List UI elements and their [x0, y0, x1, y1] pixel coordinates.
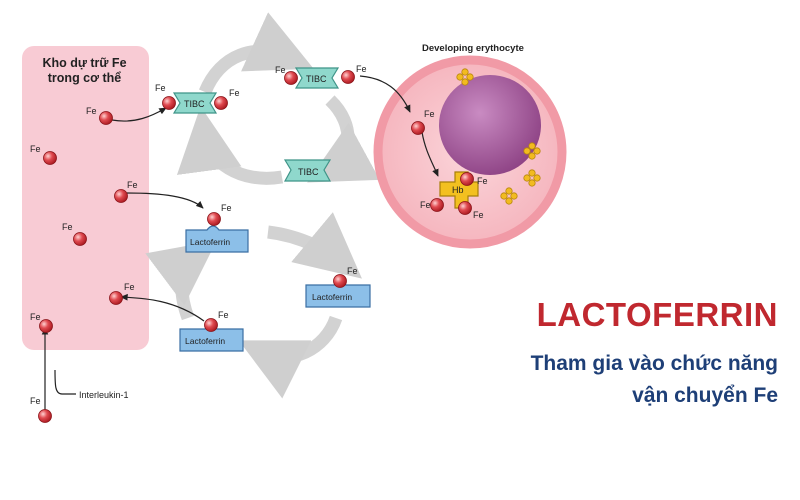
fe-label: Fe	[155, 83, 166, 93]
developing-cell-label: Developing erythocyte	[422, 43, 524, 54]
iron-ion-icon	[73, 232, 87, 246]
iron-ion-icon	[43, 151, 57, 165]
iron-store-panel	[22, 46, 149, 350]
iron-store-title-line1: Kho dự trữ Fe	[42, 56, 127, 70]
transport-arrows	[41, 75, 439, 412]
iron-ion-icon	[284, 71, 298, 85]
headline-subtitle-line1: Tham gia vào chức năng	[530, 352, 778, 375]
headline-subtitle-line2: vận chuyển Fe	[632, 384, 778, 407]
fe-label: Fe	[347, 266, 358, 276]
fe-label: Fe	[473, 210, 484, 220]
fe-label: Fe	[30, 396, 41, 406]
iron-ion-icon	[411, 121, 425, 135]
fe-label: Fe	[86, 106, 97, 116]
fe-label: Fe	[221, 203, 232, 213]
iron-ion-icon	[38, 409, 52, 423]
fe-label: Fe	[30, 144, 41, 154]
tibc-label-1: TIBC	[184, 99, 205, 109]
lactoferrin-protein-icon	[185, 225, 249, 253]
iron-store-title-line2: trong cơ thể	[47, 71, 122, 85]
fe-label: Fe	[477, 176, 488, 186]
fe-label: Fe	[229, 88, 240, 98]
lactoferrin-label-1: Lactoferrin	[190, 237, 230, 247]
cell-nucleus	[439, 75, 541, 175]
tibc-cycle-arrows	[176, 12, 380, 185]
tibc-transporter-2	[294, 67, 340, 89]
hb-label: Hb	[452, 185, 464, 195]
iron-ion-icon	[114, 189, 128, 203]
iron-ion-icon	[458, 201, 472, 215]
iron-ion-icon	[162, 96, 176, 110]
tibc-transporter-icon	[294, 67, 340, 89]
tibc-label-2: TIBC	[306, 74, 327, 84]
fe-label: Fe	[424, 109, 435, 119]
lactoferrin-label-2: Lactoferrin	[312, 292, 352, 302]
iron-ion-icon	[207, 212, 221, 226]
hemoglobin-icon	[439, 171, 479, 209]
lactoferrin-label-3: Lactoferrin	[185, 336, 225, 346]
ferritin-cluster-icon	[523, 142, 541, 160]
fe-label: Fe	[218, 310, 229, 320]
tibc-transporter-icon	[283, 159, 332, 182]
lactoferrin-protein-1	[185, 225, 249, 253]
tibc-label-3: TIBC	[298, 167, 319, 177]
fe-label: Fe	[62, 222, 73, 232]
headline-title: LACTOFERRIN	[536, 296, 778, 333]
iron-ion-icon	[333, 274, 347, 288]
ferritin-clusters	[456, 68, 541, 205]
tibc-transporter-1	[172, 92, 218, 114]
ferritin-cluster-icon	[523, 169, 541, 187]
iron-ion-icon	[341, 70, 355, 84]
fe-label: Fe	[30, 312, 41, 322]
iron-ions	[38, 70, 474, 423]
ferritin-cluster-icon	[456, 68, 474, 86]
ferritin-cluster-icon	[500, 187, 518, 205]
fe-label: Fe	[420, 200, 431, 210]
iron-ion-icon	[430, 198, 444, 212]
tibc-transporter-icon	[172, 92, 218, 114]
iron-ion-icon	[214, 96, 228, 110]
fe-labels: Fe Fe Fe Fe Fe Fe Fe Fe Fe Fe Fe Fe Fe F…	[30, 64, 488, 406]
iron-ion-icon	[99, 111, 113, 125]
iron-ion-icon	[39, 319, 53, 333]
iron-ion-icon	[460, 172, 474, 186]
interleukin-label: Interleukin-1	[79, 390, 129, 400]
fe-label: Fe	[356, 64, 367, 74]
tibc-transporter-3	[283, 159, 332, 182]
iron-store-title: Kho dự trữ Fe trong cơ thể	[22, 56, 147, 86]
fe-label: Fe	[275, 65, 286, 75]
fe-label: Fe	[124, 282, 135, 292]
iron-ion-icon	[204, 318, 218, 332]
fe-label: Fe	[127, 180, 138, 190]
iron-ion-icon	[109, 291, 123, 305]
